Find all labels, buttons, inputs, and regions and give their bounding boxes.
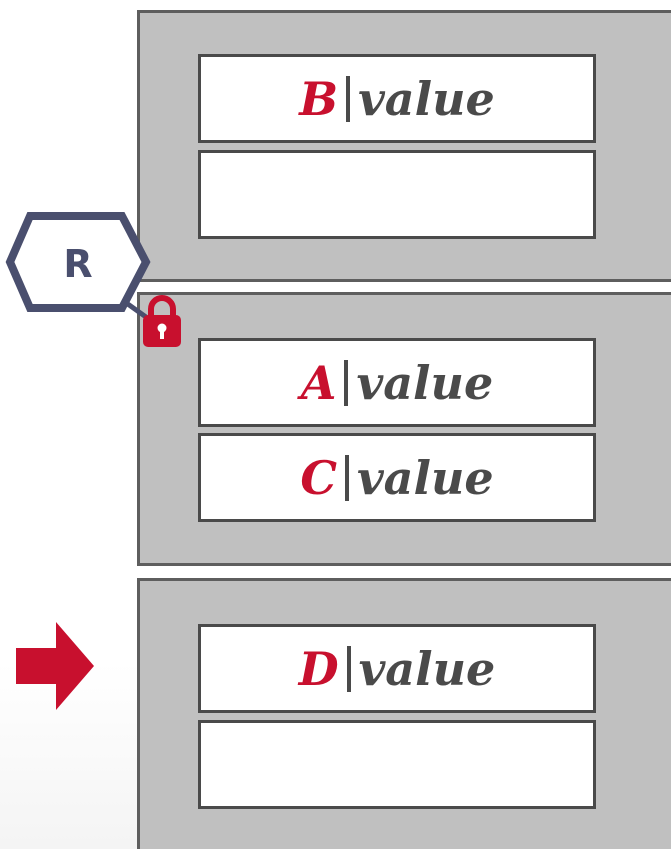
reader-node: R [5, 212, 151, 320]
slot-key: C [300, 450, 337, 505]
slot-separator [344, 359, 349, 406]
page-3: D value [137, 578, 671, 849]
page-1: B value [137, 10, 671, 282]
slot-key: D [298, 641, 339, 696]
padlock-icon [143, 295, 181, 347]
slot-value: value [358, 71, 495, 126]
page-2-slot-2: C value [198, 433, 596, 522]
hexagon-icon [5, 212, 151, 312]
reader-label: R [63, 242, 92, 286]
page-3-slot-1: D value [198, 624, 596, 713]
slot-value: value [356, 450, 494, 505]
page-3-slot-2-empty [198, 720, 596, 809]
slot-value: value [356, 355, 494, 410]
page-1-slot-2-empty [198, 150, 596, 239]
slot-value: value [358, 641, 496, 696]
slot-separator [346, 75, 351, 122]
slot-separator [344, 454, 349, 501]
page-2: A value C value [137, 292, 671, 566]
page-2-slot-1: A value [198, 338, 596, 427]
slot-key: B [299, 71, 339, 126]
right-arrow-icon [16, 622, 94, 710]
slot-separator [346, 645, 351, 692]
page-1-slot-1: B value [198, 54, 596, 143]
slot-key: A [300, 355, 337, 410]
